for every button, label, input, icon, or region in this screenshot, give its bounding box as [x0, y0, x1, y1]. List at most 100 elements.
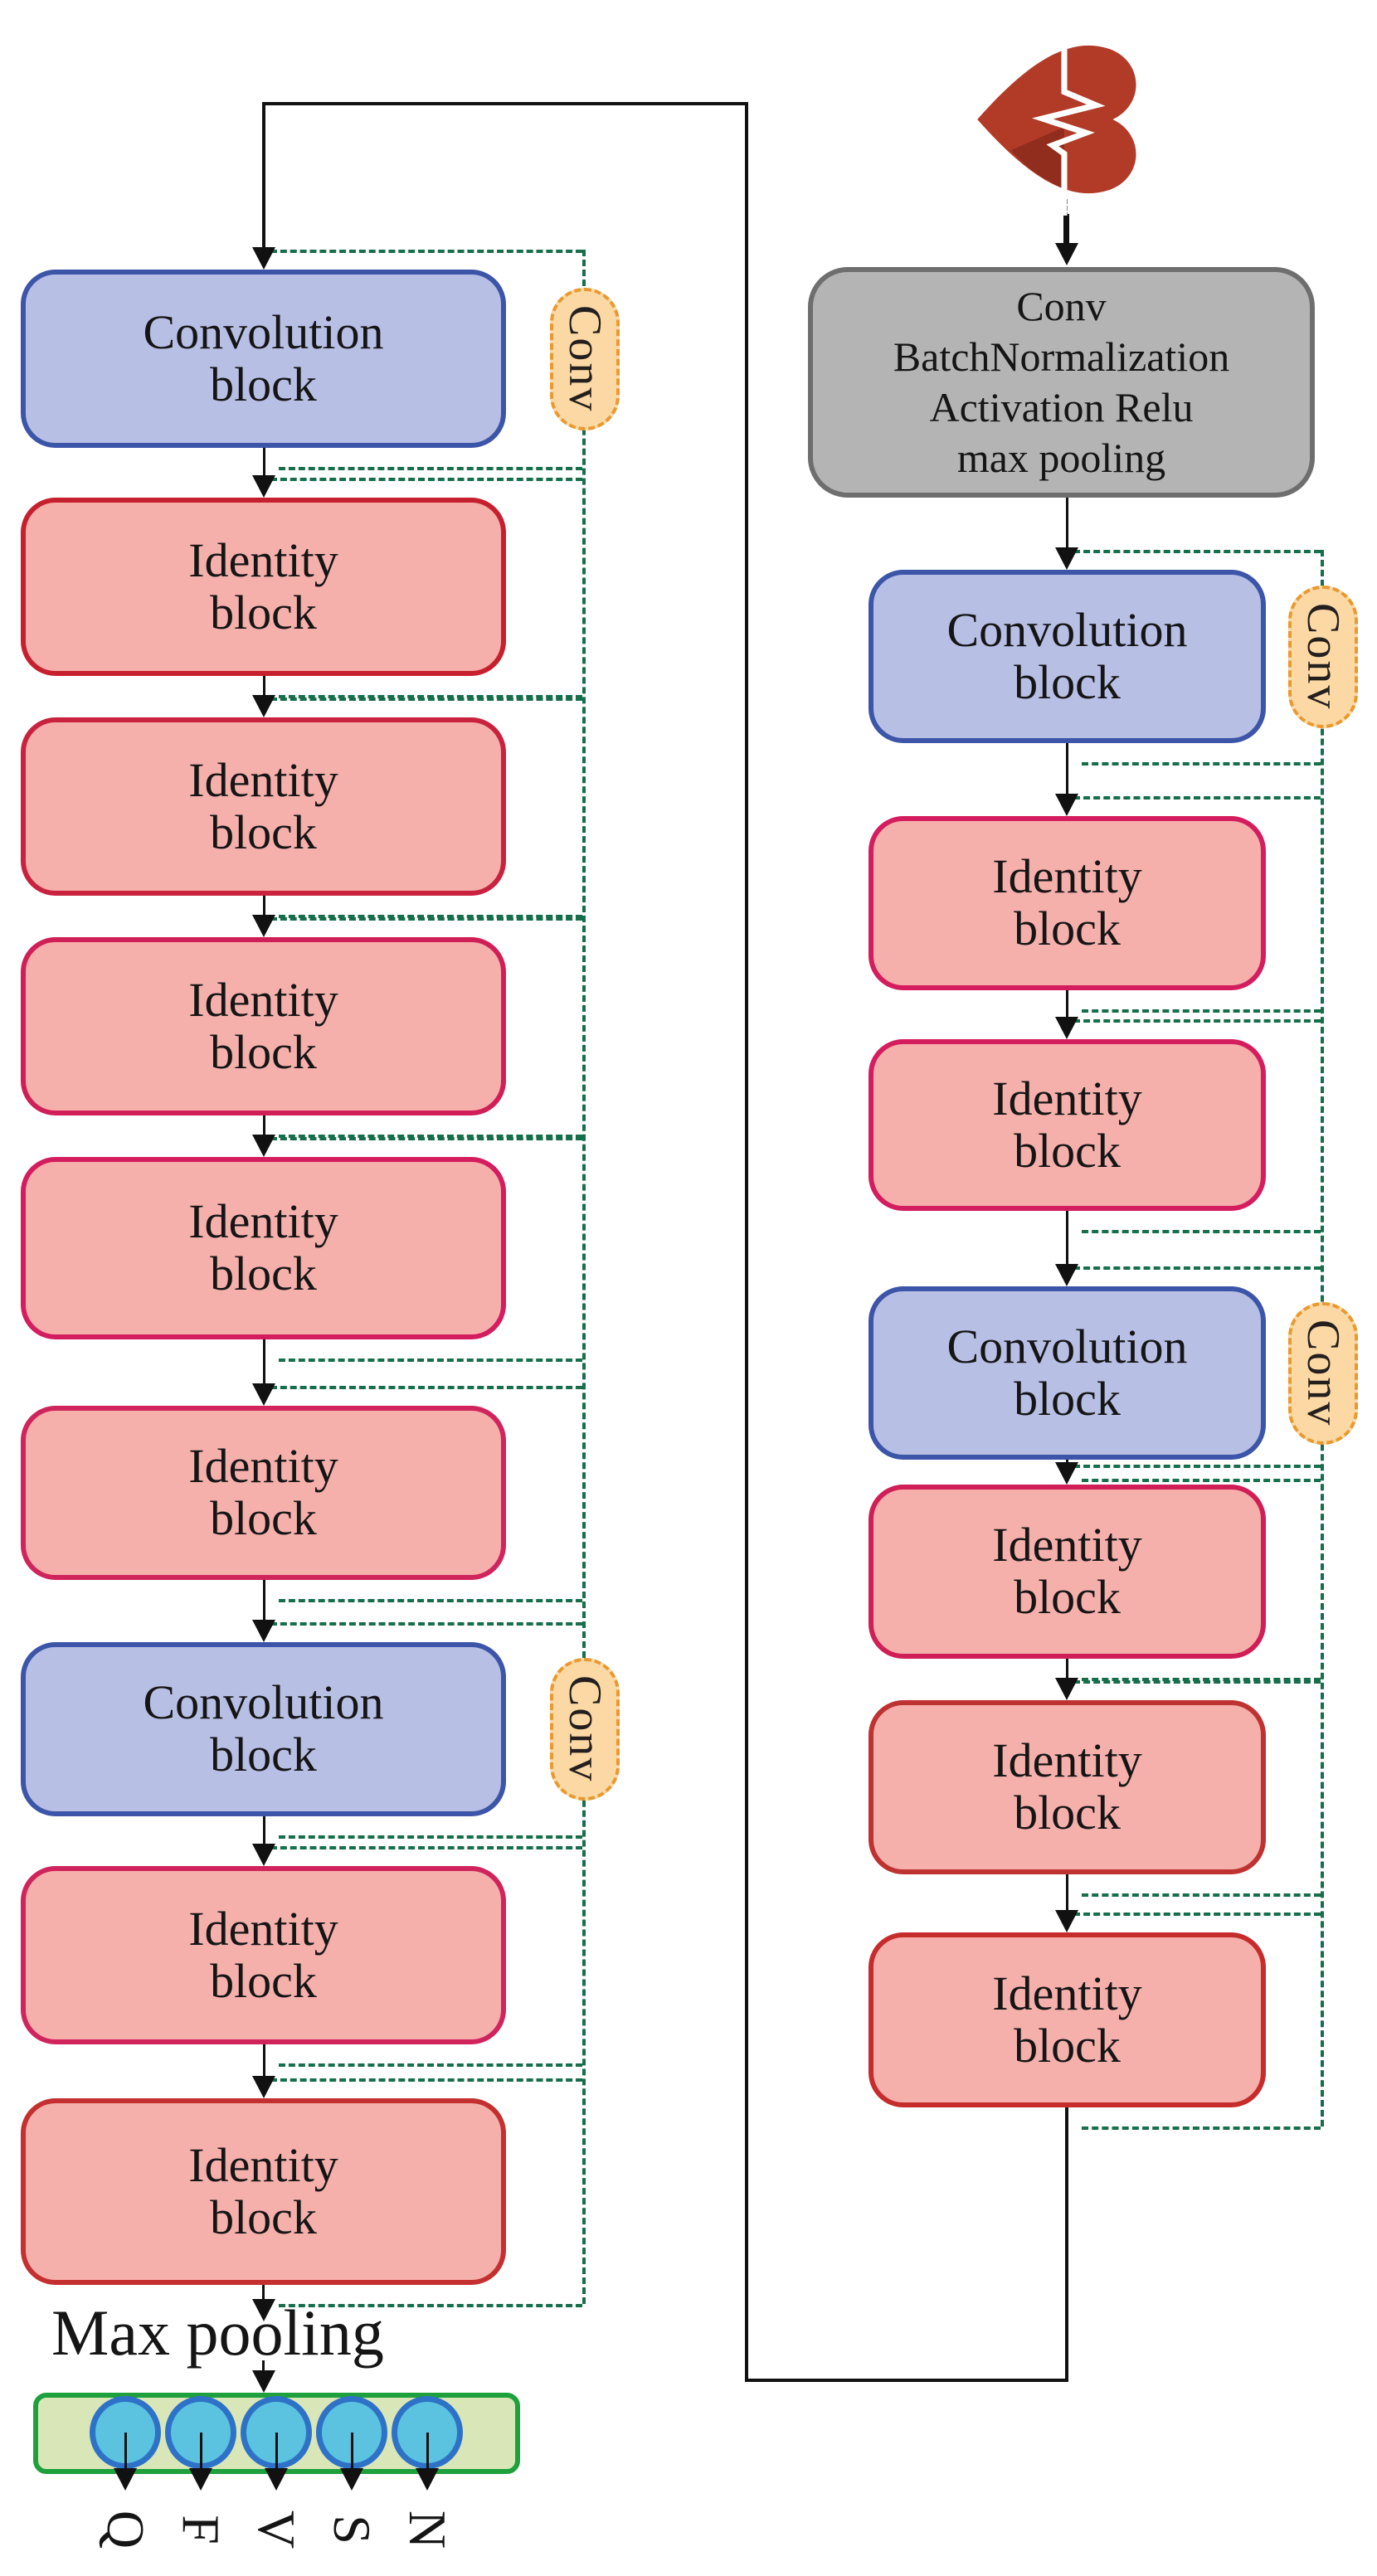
- conv-shortcut-tag: Conv: [1288, 1301, 1358, 1445]
- identity-block-label-line: Identity: [188, 1194, 338, 1249]
- conv-block-label-line: block: [210, 357, 317, 411]
- skip-connection-vertical: [582, 250, 586, 2304]
- flow-arrow-line: [263, 896, 265, 917]
- flow-arrowhead: [252, 2076, 275, 2098]
- conv-tag-label: Conv: [1297, 1319, 1349, 1427]
- output-class-label: Q: [96, 2510, 155, 2549]
- skip-connection-branch: [1073, 550, 1321, 553]
- broken-heart-icon: [962, 15, 1171, 224]
- flow-arrow-line: [263, 1580, 265, 1622]
- skip-connection-branch: [270, 1137, 582, 1140]
- stem-block-label-line: BatchNormalization: [893, 333, 1230, 380]
- skip-connection-branch: [1073, 1266, 1321, 1270]
- output-arrow-line: [351, 2433, 353, 2470]
- right-column-outlet-line: [1065, 2107, 1068, 2382]
- flow-arrowhead: [252, 695, 275, 717]
- identity-block-label-line: Identity: [992, 1071, 1142, 1125]
- flow-arrow-line: [1066, 743, 1068, 796]
- flow-arrow-line: [1066, 498, 1068, 550]
- flow-arrowhead: [1055, 1462, 1078, 1485]
- skip-connection-branch: [270, 2078, 582, 2082]
- identity-block-label-line: block: [1014, 1570, 1121, 1624]
- skip-connection-rejoin: [1082, 1893, 1321, 1897]
- conv-block-label-line: block: [210, 1728, 317, 1781]
- conv-block-label-line: Convolution: [946, 1319, 1188, 1373]
- left-column-inlet-arrowhead: [252, 247, 275, 270]
- flow-arrowhead: [252, 1620, 275, 1642]
- conv-block-label-line: Convolution: [143, 304, 384, 359]
- identity-block-label-line: block: [1014, 2018, 1121, 2073]
- flow-arrow-line: [1066, 1874, 1068, 1913]
- skip-connection-rejoin: [1082, 1009, 1321, 1013]
- maxpool-arrow-line: [262, 2285, 265, 2300]
- identity-block-label-line: block: [210, 804, 317, 859]
- output-class-label: V: [247, 2510, 306, 2549]
- skip-connection-branch: [270, 697, 582, 701]
- skip-connection-branch: [1073, 1680, 1321, 1684]
- output-arrowhead: [114, 2468, 137, 2491]
- skip-connection-branch: [270, 250, 582, 253]
- identity-block-label-line: Identity: [992, 1733, 1142, 1788]
- skip-connection-rejoin: [279, 2063, 582, 2067]
- identity-block-label-line: block: [1014, 902, 1121, 955]
- conv-block-label-line: Convolution: [143, 1675, 384, 1730]
- identity-block-label-line: Identity: [188, 1901, 338, 1956]
- skip-connection-rejoin: [1082, 1230, 1321, 1233]
- skip-connection-branch: [1073, 796, 1321, 800]
- skip-connection-rejoin: [1082, 1678, 1321, 1681]
- conv-tag-label: Conv: [559, 304, 611, 413]
- skip-connection-branch: [270, 1386, 582, 1389]
- conv-shortcut-tag: Conv: [550, 1658, 620, 1801]
- flow-arrow-line: [263, 1115, 265, 1137]
- identity-block-label-line: Identity: [188, 752, 338, 807]
- flow-arrow-line: [263, 1339, 265, 1386]
- flow-arrowhead: [1055, 1910, 1078, 1932]
- identity-block-label-line: block: [210, 2190, 317, 2244]
- output-arrow-line: [426, 2433, 429, 2470]
- maxpool-arrowhead: [252, 2299, 275, 2321]
- skip-connection-rejoin: [279, 1135, 582, 1138]
- skip-connection-rejoin: [1082, 1479, 1321, 1482]
- skip-connection-rejoin: [279, 1835, 582, 1839]
- flow-arrowhead: [1055, 547, 1078, 570]
- identity-block-label-line: Identity: [188, 972, 338, 1027]
- flow-arrowhead: [252, 475, 275, 498]
- skip-connection-rejoin: [279, 1599, 582, 1602]
- trunk-line-top: [264, 102, 748, 105]
- output-arrowhead: [189, 2468, 212, 2491]
- output-box-arrowhead: [252, 2370, 275, 2393]
- flow-arrowhead: [1055, 1264, 1078, 1286]
- flow-arrowhead: [252, 915, 275, 937]
- output-class-label: S: [323, 2515, 382, 2544]
- identity-block-label-line: Identity: [188, 1439, 338, 1494]
- flow-arrow-line: [263, 448, 265, 478]
- identity-block-label-line: block: [1014, 1786, 1121, 1840]
- identity-block-label-line: Identity: [992, 1518, 1142, 1572]
- skip-connection-rejoin: [1082, 762, 1321, 766]
- flow-arrow-line: [1066, 1659, 1068, 1680]
- skip-connection-rejoin: [1082, 2126, 1321, 2130]
- max-pooling-label: Max pooling: [51, 2297, 384, 2369]
- flow-arrow-line: [263, 2044, 265, 2078]
- identity-block-label-line: block: [210, 1247, 317, 1300]
- input-arrowhead: [1055, 243, 1078, 265]
- output-arrowhead: [340, 2468, 363, 2491]
- skip-connection-rejoin: [279, 915, 582, 918]
